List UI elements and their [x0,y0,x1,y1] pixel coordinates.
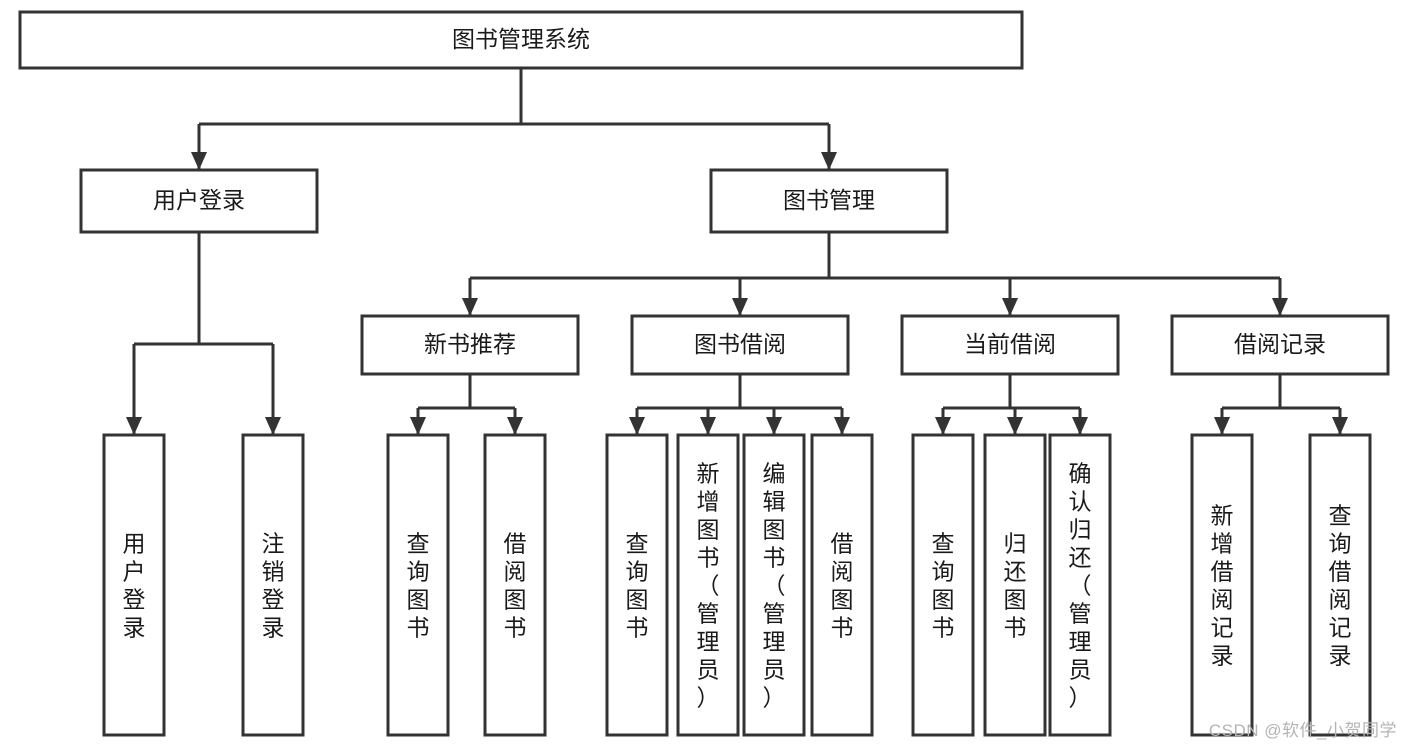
node-label: 查询图书 [407,530,430,640]
node-box[interactable] [900,314,1120,376]
node-book-manage[interactable]: 图书管理 [709,168,949,234]
node-book-borrow[interactable]: 图书借阅 [630,314,850,376]
node-leaf-query-record[interactable]: 查询借阅记录 [1308,433,1372,737]
arrow-head-icon [1002,298,1018,316]
node-box[interactable] [1048,433,1112,737]
node-leaf-borrow-book-2[interactable]: 借阅图书 [810,433,874,737]
node-box[interactable] [18,10,1024,70]
arrow-head-icon [732,298,748,316]
node-label: 用户登录 [123,530,146,640]
arrow-head-icon [821,152,837,170]
node-box[interactable] [360,314,580,376]
arrow-head-icon [1272,298,1288,316]
arrow-head-icon [265,417,281,435]
arrow-head-icon [1007,417,1023,435]
node-leaf-confirm-return[interactable]: 确认归还（管理员） [1048,433,1112,737]
arrow-head-icon [462,298,478,316]
arrow-head-icon [1214,417,1230,435]
node-box[interactable] [676,433,740,737]
node-leaf-query-book-2[interactable]: 查询图书 [605,433,669,737]
node-label: 确认归还（管理员） [1069,460,1092,710]
node-label: 查询借阅记录 [1329,502,1352,668]
node-label: 当前借阅 [964,331,1056,357]
node-leaf-return-book[interactable]: 归还图书 [983,433,1047,737]
node-box[interactable] [1170,314,1390,376]
node-label: 图书管理系统 [452,26,590,52]
node-label: 用户登录 [153,187,245,213]
node-label: 借阅图书 [504,530,527,640]
node-label: 查询图书 [626,530,649,640]
node-leaf-borrow-book-1[interactable]: 借阅图书 [483,433,547,737]
node-box[interactable] [810,433,874,737]
node-borrow-record[interactable]: 借阅记录 [1170,314,1390,376]
node-leaf-query-book-1[interactable]: 查询图书 [386,433,450,737]
node-label: 注销登录 [262,530,285,640]
node-box[interactable] [1308,433,1372,737]
node-label: 归还图书 [1004,530,1027,640]
node-box[interactable] [102,433,166,737]
node-box[interactable] [1190,433,1254,737]
node-root[interactable]: 图书管理系统 [18,10,1024,70]
arrow-head-icon [935,417,951,435]
node-box[interactable] [630,314,850,376]
arrow-head-icon [834,417,850,435]
node-label: 借阅图书 [831,530,854,640]
node-box[interactable] [983,433,1047,737]
arrow-head-icon [700,417,716,435]
node-leaf-add-record[interactable]: 新增借阅记录 [1190,433,1254,737]
node-new-book-rec[interactable]: 新书推荐 [360,314,580,376]
arrow-head-icon [1072,417,1088,435]
arrow-head-icon [191,152,207,170]
arrow-head-icon [126,417,142,435]
arrow-head-icon [766,417,782,435]
node-leaf-user-login[interactable]: 用户登录 [102,433,166,737]
node-box[interactable] [742,433,806,737]
arrow-head-icon [507,417,523,435]
node-label: 编辑图书（管理员） [763,460,786,710]
node-box[interactable] [911,433,975,737]
connector-layer [126,68,1348,435]
arrow-head-icon [1332,417,1348,435]
node-label: 图书管理 [783,187,875,213]
node-box[interactable] [386,433,450,737]
arrow-head-icon [629,417,645,435]
node-box[interactable] [605,433,669,737]
node-user-login[interactable]: 用户登录 [79,168,319,234]
arrow-head-icon [410,417,426,435]
node-box[interactable] [483,433,547,737]
node-box[interactable] [709,168,949,234]
node-label: 新书推荐 [424,331,516,357]
node-label: 新增图书（管理员） [697,460,720,710]
node-current-borrow[interactable]: 当前借阅 [900,314,1120,376]
node-leaf-add-book[interactable]: 新增图书（管理员） [676,433,740,737]
node-leaf-query-book-3[interactable]: 查询图书 [911,433,975,737]
node-label: 新增借阅记录 [1211,502,1234,668]
node-label: 查询图书 [932,530,955,640]
node-label: 借阅记录 [1234,331,1326,357]
node-layer: 图书管理系统用户登录图书管理新书推荐图书借阅当前借阅借阅记录用户登录注销登录查询… [18,10,1390,737]
node-leaf-user-logout[interactable]: 注销登录 [241,433,305,737]
node-box[interactable] [241,433,305,737]
node-leaf-edit-book[interactable]: 编辑图书（管理员） [742,433,806,737]
node-label: 图书借阅 [694,331,786,357]
node-box[interactable] [79,168,319,234]
